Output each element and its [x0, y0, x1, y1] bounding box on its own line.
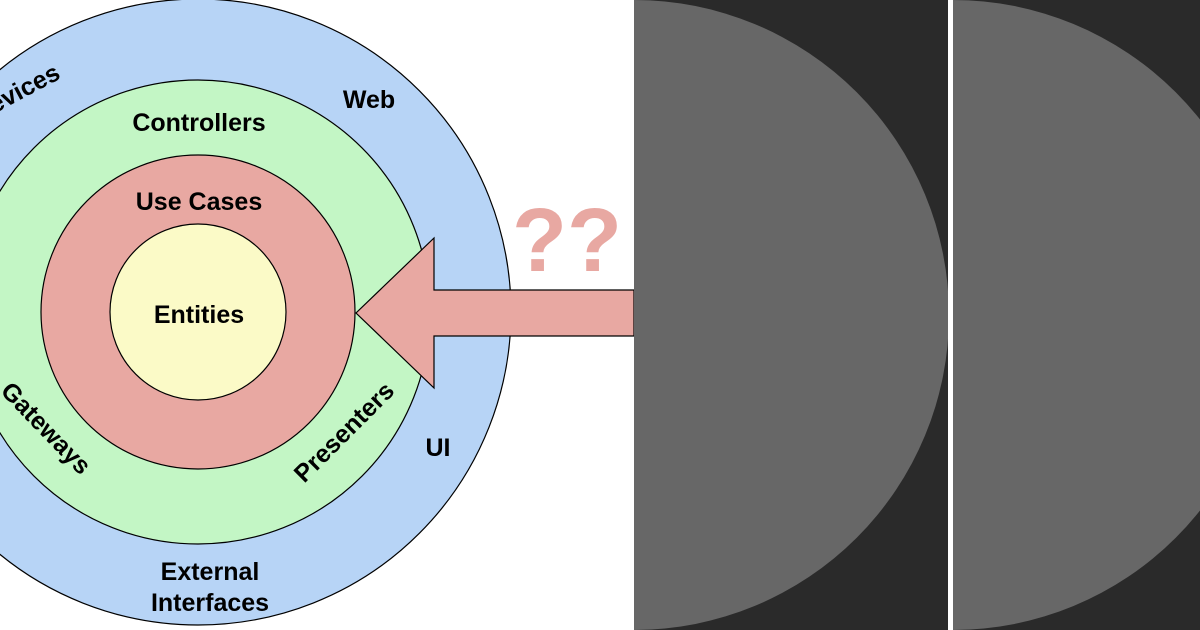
grey-half-disc-left — [634, 0, 949, 630]
inward-arrow — [355, 236, 635, 390]
controllers-label: Controllers — [132, 109, 265, 137]
grey-half-disc-right — [953, 0, 1200, 630]
web-label: Web — [343, 86, 395, 114]
panel-divider — [948, 0, 953, 630]
external-interfaces-label-line1: External — [161, 558, 260, 586]
external-interfaces-label-line2: Interfaces — [151, 589, 269, 617]
ui-label: UI — [426, 434, 451, 462]
use-cases-label: Use Cases — [136, 188, 262, 216]
entities-label: Entities — [154, 301, 244, 329]
entities-core-circle — [109, 223, 287, 401]
question-marks: ?? — [512, 191, 622, 291]
